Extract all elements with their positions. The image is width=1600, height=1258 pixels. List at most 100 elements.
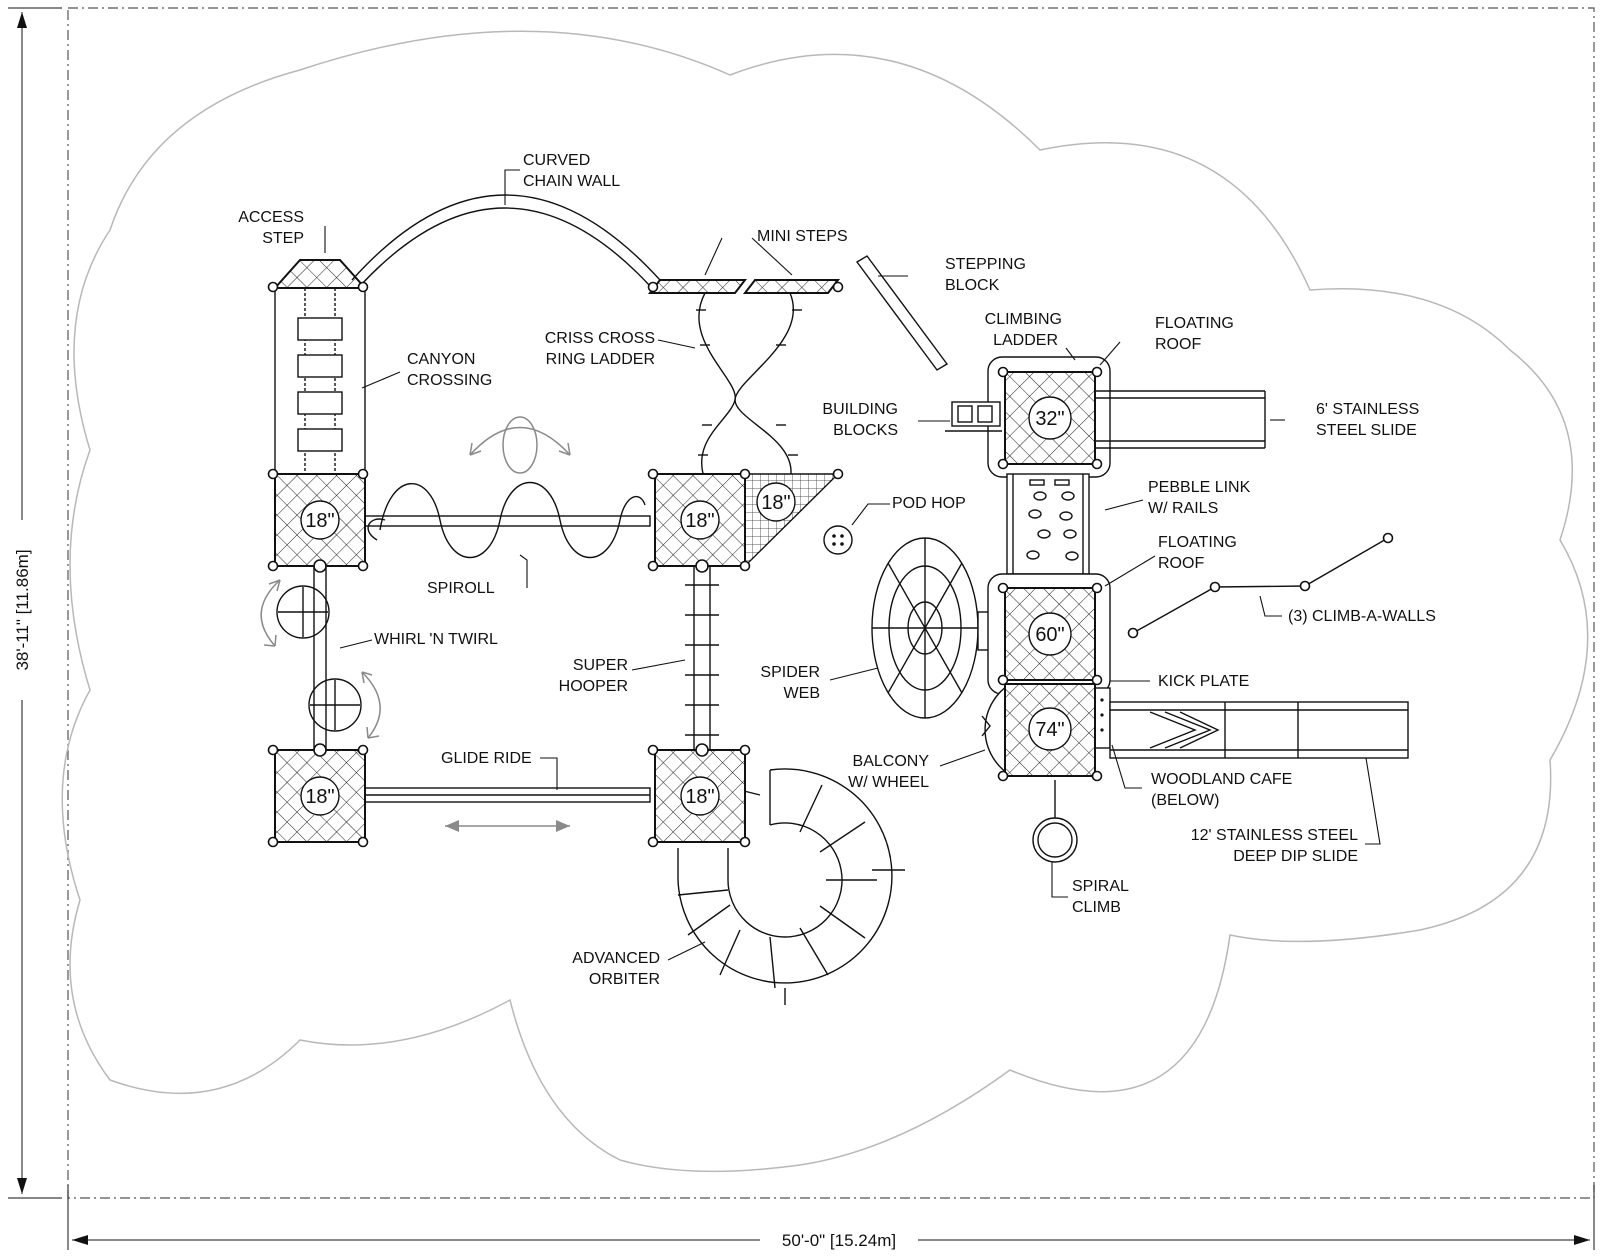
svg-text:STEEL SLIDE: STEEL SLIDE: [1316, 422, 1417, 439]
support-posts: [267, 281, 1103, 848]
svg-text:ACCESS: ACCESS: [238, 209, 304, 226]
label-balcony: BALCONY W/ WHEEL: [848, 753, 929, 791]
svg-text:MINI STEPS: MINI STEPS: [757, 228, 848, 245]
svg-text:PEBBLE LINK: PEBBLE LINK: [1148, 479, 1251, 496]
svg-text:LADDER: LADDER: [993, 332, 1058, 349]
advanced-orbiter: [677, 768, 905, 1005]
svg-text:ROOF: ROOF: [1155, 336, 1201, 353]
svg-text:ROOF: ROOF: [1158, 555, 1204, 572]
label-pod-hop: POD HOP: [892, 495, 966, 512]
label-curved-chain-wall: CURVED CHAIN WALL: [523, 152, 620, 190]
svg-text:CHAIN WALL: CHAIN WALL: [523, 173, 620, 190]
label-mini-steps: MINI STEPS: [757, 228, 848, 245]
svg-text:BLOCK: BLOCK: [945, 277, 1000, 294]
deck-f: 60": [1004, 587, 1096, 681]
svg-text:12' STAINLESS STEEL: 12' STAINLESS STEEL: [1191, 827, 1358, 844]
svg-text:POD HOP: POD HOP: [892, 495, 966, 512]
svg-text:CLIMBING: CLIMBING: [985, 311, 1062, 328]
svg-text:BUILDING: BUILDING: [822, 401, 898, 418]
glide-ride: [364, 787, 651, 832]
svg-text:WHIRL 'N TWIRL: WHIRL 'N TWIRL: [374, 631, 498, 648]
svg-text:HOOPER: HOOPER: [559, 678, 628, 695]
label-advanced-orbiter: ADVANCED ORBITER: [572, 950, 660, 988]
width-dimension: 50'-0" [15.24m]: [67, 1185, 1595, 1250]
deck-f-height: 60": [1035, 624, 1064, 646]
label-spider-web: SPIDER WEB: [760, 664, 820, 702]
whirl-n-twirl: [260, 565, 381, 751]
deck-g: 74": [1004, 683, 1096, 777]
deck-a-height: 18": [305, 510, 334, 532]
label-criss-cross: CRISS CROSS RING LADDER: [545, 330, 655, 368]
stepping-block: [855, 255, 949, 371]
label-canyon-crossing: CANYON CROSSING: [407, 351, 492, 389]
svg-text:WOODLAND CAFE: WOODLAND CAFE: [1151, 771, 1292, 788]
mini-steps-left: [647, 279, 748, 294]
label-super-hooper: SUPER HOOPER: [559, 657, 628, 695]
svg-text:DEEP DIP SLIDE: DEEP DIP SLIDE: [1233, 848, 1358, 865]
label-building-blocks: BUILDING BLOCKS: [822, 401, 898, 439]
deep-dip-slide: [1109, 701, 1409, 759]
svg-text:BALCONY: BALCONY: [853, 753, 930, 770]
svg-text:FLOATING: FLOATING: [1155, 315, 1234, 332]
climb-a-walls: [1127, 532, 1394, 639]
deck-b-height: 18": [685, 510, 714, 532]
label-floating-roof-bottom: FLOATING ROOF: [1158, 534, 1237, 572]
svg-text:SPIRAL: SPIRAL: [1072, 878, 1129, 895]
label-kick-plate: KICK PLATE: [1158, 673, 1249, 690]
label-whirl-n-twirl: WHIRL 'N TWIRL: [374, 631, 498, 648]
svg-text:SUPER: SUPER: [573, 657, 628, 674]
label-pebble-link: PEBBLE LINK W/ RAILS: [1148, 479, 1251, 517]
svg-text:W/ WHEEL: W/ WHEEL: [848, 774, 929, 791]
svg-text:STEP: STEP: [262, 230, 304, 247]
height-dimension: 38'-11" [11.86m]: [8, 7, 62, 1199]
svg-text:KICK PLATE: KICK PLATE: [1158, 673, 1249, 690]
svg-text:CROSSING: CROSSING: [407, 372, 492, 389]
pebble-link-bridge: [1006, 473, 1090, 575]
super-hooper: [685, 565, 719, 751]
svg-text:CLIMB: CLIMB: [1072, 899, 1121, 916]
label-floating-roof-top: FLOATING ROOF: [1155, 315, 1234, 353]
deck-d-height: 18": [685, 786, 714, 808]
svg-text:FLOATING: FLOATING: [1158, 534, 1237, 551]
height-dimension-text: 38'-11" [11.86m]: [13, 549, 32, 670]
svg-text:STEPPING: STEPPING: [945, 256, 1026, 273]
svg-text:RING LADDER: RING LADDER: [546, 351, 655, 368]
net-deck-height: 18": [761, 492, 790, 514]
svg-text:CANYON: CANYON: [407, 351, 475, 368]
deck-g-height: 74": [1035, 719, 1064, 741]
svg-text:(BELOW): (BELOW): [1151, 792, 1219, 809]
deck-c-height: 18": [305, 786, 334, 808]
label-spiral-climb: SPIRAL CLIMB: [1072, 878, 1129, 916]
use-zone-cloud: [61, 30, 1589, 1173]
label-glide-ride: GLIDE RIDE: [441, 750, 532, 767]
svg-text:SPIDER: SPIDER: [760, 664, 820, 681]
leader-lines: [324, 169, 1381, 961]
label-stepping-block: STEPPING BLOCK: [945, 256, 1026, 294]
net-climber-panel: [744, 473, 840, 568]
label-climb-a-walls: (3) CLIMB-A-WALLS: [1288, 608, 1436, 625]
criss-cross-ring-ladder: [696, 292, 802, 481]
deck-e-height: 32": [1035, 408, 1064, 430]
label-six-foot-slide: 6' STAINLESS STEEL SLIDE: [1316, 401, 1419, 439]
spider-web: [871, 537, 1001, 719]
six-foot-slide: [1092, 390, 1266, 449]
svg-text:ADVANCED: ADVANCED: [572, 950, 660, 967]
spiral-climb: [1032, 780, 1078, 863]
svg-text:GLIDE RIDE: GLIDE RIDE: [441, 750, 532, 767]
label-spiroll: SPIROLL: [427, 580, 495, 597]
svg-text:(3) CLIMB-A-WALLS: (3) CLIMB-A-WALLS: [1288, 608, 1436, 625]
label-climbing-ladder: CLIMBING LADDER: [985, 311, 1062, 349]
svg-text:CRISS CROSS: CRISS CROSS: [545, 330, 655, 347]
pod-hop: [823, 525, 853, 555]
label-woodland-cafe: WOODLAND CAFE (BELOW): [1151, 771, 1292, 809]
svg-text:SPIROLL: SPIROLL: [427, 580, 495, 597]
svg-text:CURVED: CURVED: [523, 152, 590, 169]
deck-a: 18": [274, 473, 366, 567]
width-dimension-text: 50'-0" [15.24m]: [782, 1231, 896, 1250]
deck-b: 18": [654, 473, 746, 567]
boundary-rect: [67, 7, 1595, 1199]
svg-text:BLOCKS: BLOCKS: [833, 422, 898, 439]
deck-c: 18": [274, 749, 366, 843]
svg-text:ORBITER: ORBITER: [589, 971, 660, 988]
